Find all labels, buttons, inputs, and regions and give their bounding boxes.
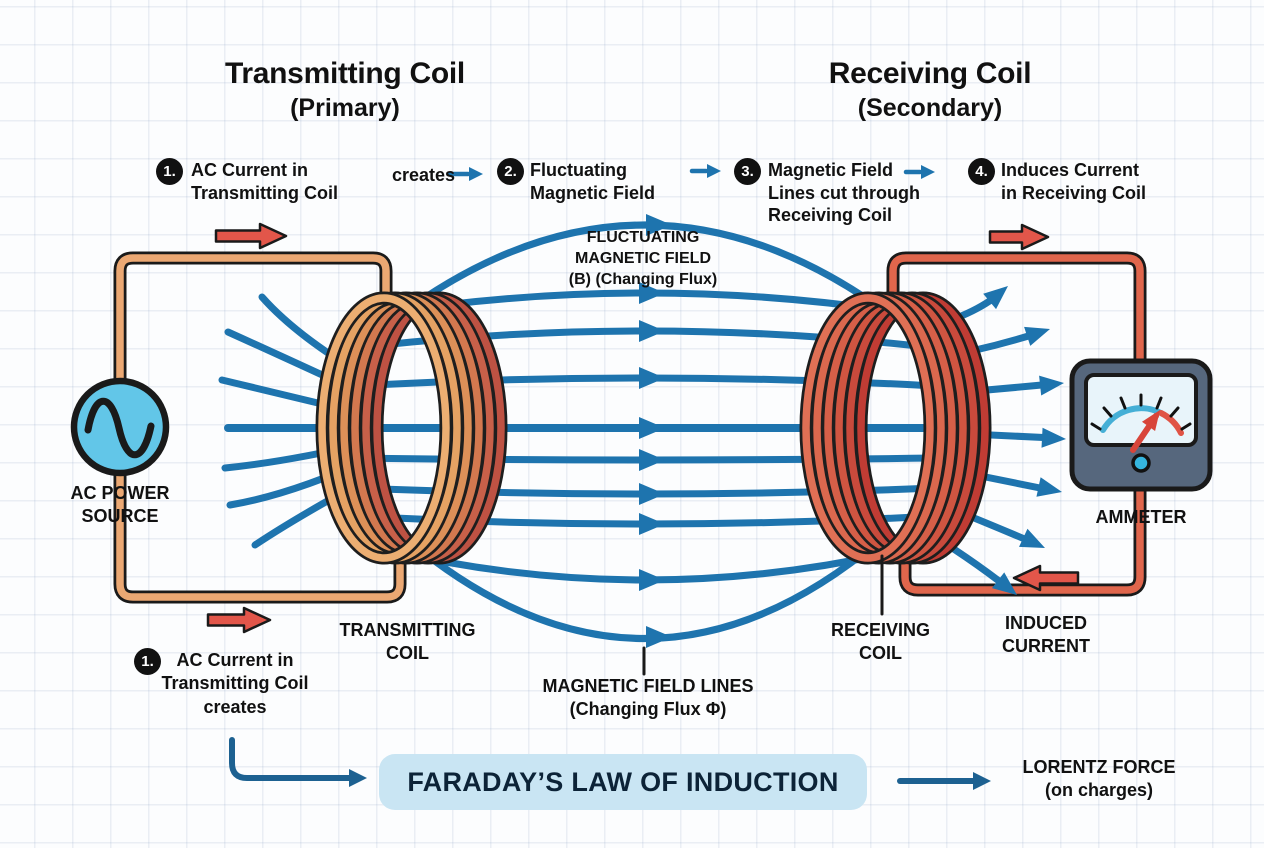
induced-current-arrow <box>1012 564 1080 592</box>
secondary-circuit-wire <box>886 251 1147 597</box>
step-3-badge: 3. <box>734 158 761 185</box>
current-arrow-top-left <box>214 222 288 250</box>
ac-source-icon <box>70 377 170 477</box>
transmitting-coil-graphic <box>315 291 508 565</box>
transmitting-coil-label: TRANSMITTING COIL <box>339 620 476 663</box>
bottom-note-badge: 1. <box>134 648 161 675</box>
note-to-faraday-arrow <box>229 737 367 787</box>
faraday-to-lorentz-arrow <box>897 772 991 790</box>
step-4-label: Induces Current in Receiving Coil <box>1001 160 1147 203</box>
step-3-label: Magnetic Field Lines cut through Receivi… <box>768 160 920 226</box>
receiving-coil-graphic <box>799 291 992 565</box>
step-2-label: Fluctuating Magnetic Field <box>530 160 656 203</box>
step-flow-arrows <box>447 164 935 181</box>
step-2-badge: 2. <box>497 158 524 185</box>
ammeter-scale-ticks <box>1090 393 1192 431</box>
current-arrow-bottom-left <box>206 606 272 634</box>
ammeter-icon <box>1069 358 1213 492</box>
primary-circuit-wire <box>113 251 407 604</box>
fluctuating-field-label: FLUCTUATING MAGNETIC FIELD (B) (Changing… <box>568 229 718 288</box>
sine-wave-icon <box>84 397 155 459</box>
creates-label: creates <box>392 165 456 185</box>
left-subtitle: (Primary) <box>290 94 400 122</box>
right-subtitle: (Secondary) <box>857 94 1003 122</box>
ammeter-knob <box>1131 453 1151 473</box>
magnetic-field-lines-label: MAGNETIC FIELD LINES (Changing Flux Φ) <box>542 676 754 719</box>
faraday-law-label: FARADAY’S LAW OF INDUCTION <box>407 766 839 797</box>
step-1-label: AC Current in Transmitting Coil <box>191 160 339 203</box>
faraday-law-box: FARADAY’S LAW OF INDUCTION <box>379 754 867 810</box>
step-1-badge: 1. <box>156 158 183 185</box>
lorentz-force-label: LORENTZ FORCE (on charges) <box>1022 757 1176 800</box>
step-4-badge: 4. <box>968 158 995 185</box>
ac-power-source-label: AC POWER SOURCE <box>70 483 170 526</box>
left-title: Transmitting Coil <box>225 57 465 90</box>
receiving-coil-label: RECEIVING COIL <box>830 620 931 663</box>
bottom-note-label: AC Current in Transmitting Coil creates <box>161 650 309 717</box>
ammeter-label: AMMETER <box>1095 507 1187 527</box>
right-title: Receiving Coil <box>828 57 1032 90</box>
induced-current-label: INDUCED CURRENT <box>1002 613 1090 656</box>
current-arrow-top-right <box>988 223 1050 251</box>
